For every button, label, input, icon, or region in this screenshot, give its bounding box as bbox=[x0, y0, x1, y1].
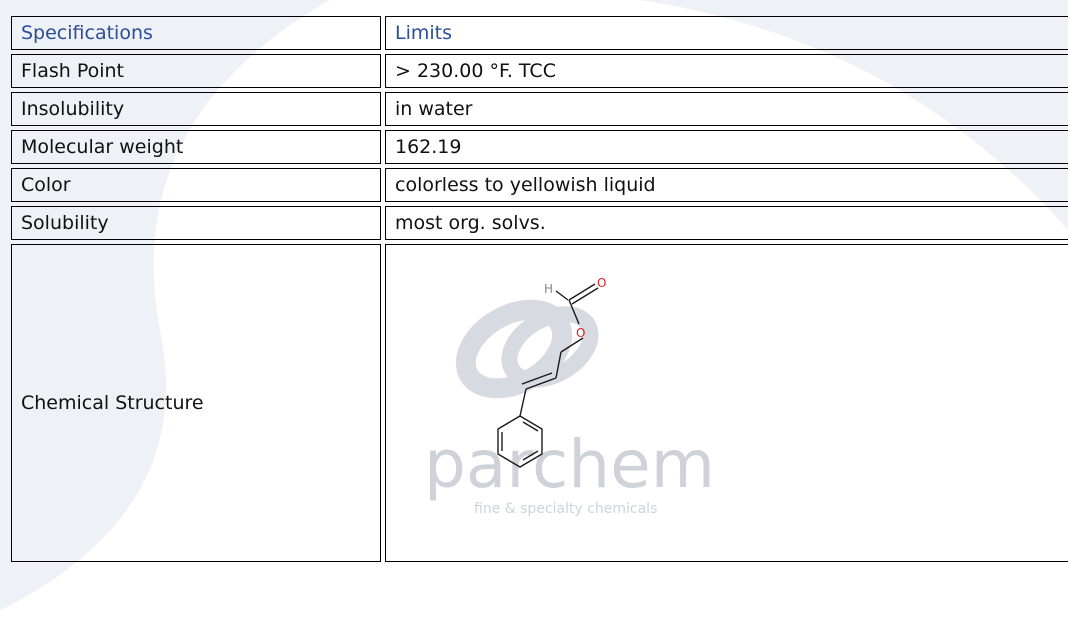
spec-limit: in water bbox=[385, 92, 1068, 126]
table-row: Molecular weight 162.19 bbox=[11, 130, 1068, 164]
spec-limit: 162.19 bbox=[385, 130, 1068, 164]
spec-limit: > 230.00 °F. TCC bbox=[385, 54, 1068, 88]
table-row: Chemical Structure parchem fine & specia… bbox=[11, 244, 1068, 562]
molecule-bonds bbox=[497, 283, 599, 468]
spec-name: Chemical Structure bbox=[11, 244, 381, 562]
table-row: Insolubility in water bbox=[11, 92, 1068, 126]
table-header-row: Specifications Limits bbox=[11, 16, 1068, 50]
header-limits: Limits bbox=[385, 16, 1068, 50]
atom-hydrogen: H bbox=[544, 282, 553, 296]
spec-name: Solubility bbox=[11, 206, 381, 240]
table-row: Flash Point > 230.00 °F. TCC bbox=[11, 54, 1068, 88]
header-specifications: Specifications bbox=[11, 16, 381, 50]
spec-name: Molecular weight bbox=[11, 130, 381, 164]
table-row: Color colorless to yellowish liquid bbox=[11, 168, 1068, 202]
structure-drawing: parchem fine & specialty chemicals bbox=[424, 276, 715, 517]
parchem-logo bbox=[455, 299, 599, 399]
spec-limit: colorless to yellowish liquid bbox=[385, 168, 1068, 202]
atom-oxygen-carbonyl: O bbox=[597, 276, 606, 290]
watermark-tagline: fine & specialty chemicals bbox=[474, 501, 657, 517]
specifications-table: Specifications Limits Flash Point > 230.… bbox=[7, 12, 1068, 566]
table-row: Solubility most org. solvs. bbox=[11, 206, 1068, 240]
spec-name: Color bbox=[11, 168, 381, 202]
watermark-brand: parchem bbox=[424, 426, 715, 503]
chemical-structure: parchem fine & specialty chemicals bbox=[386, 245, 1068, 561]
spec-name: Insolubility bbox=[11, 92, 381, 126]
spec-name: Flash Point bbox=[11, 54, 381, 88]
atom-oxygen-ester: O bbox=[576, 326, 585, 340]
spec-limit: most org. solvs. bbox=[385, 206, 1068, 240]
chemical-structure-cell: parchem fine & specialty chemicals bbox=[385, 244, 1068, 562]
